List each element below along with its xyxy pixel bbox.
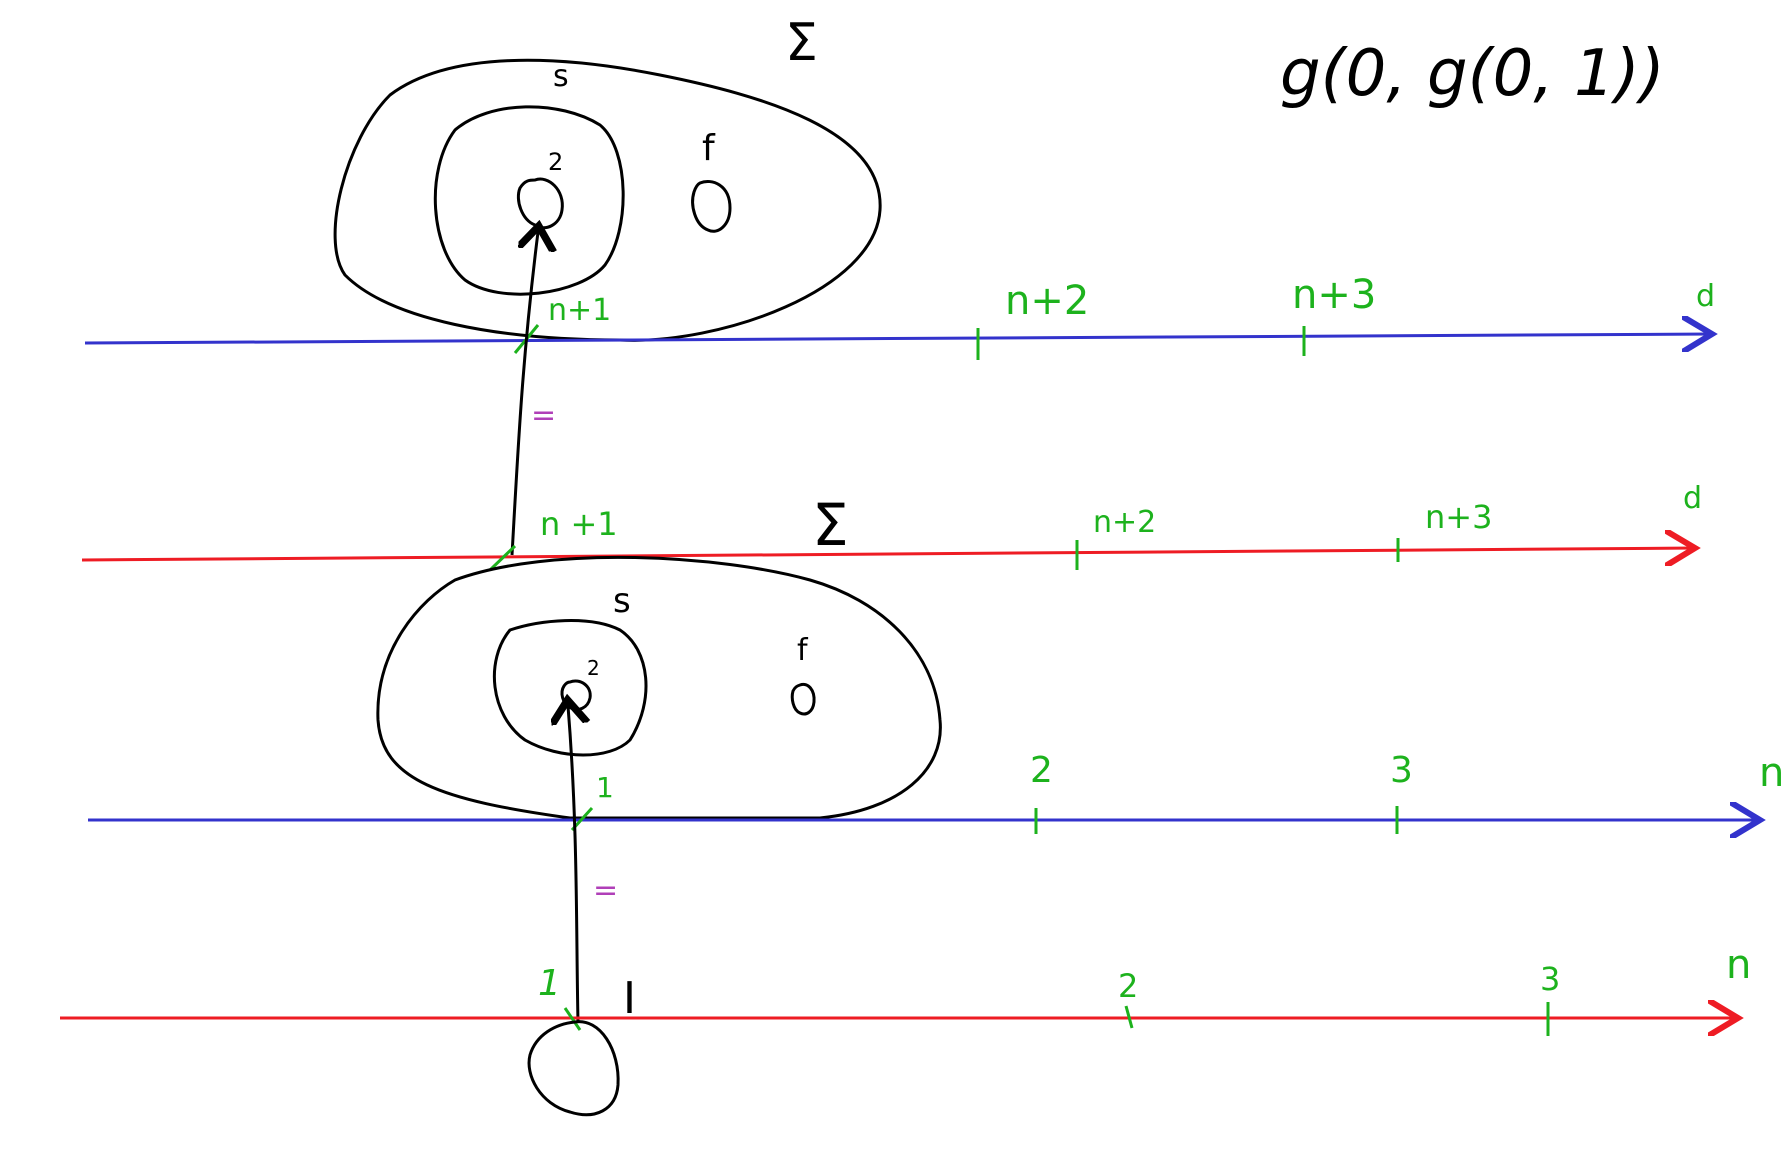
top-point-circle [516,177,564,230]
middle-f-circle [790,682,816,716]
lower-connecting-arrow [568,706,578,1023]
top-f-circle [691,180,732,233]
top-blue-axis [84,334,1712,343]
middle-point-label: 2 [587,656,600,680]
top-point-label: 2 [548,148,563,176]
bottom-red-tick-label-1: 1 [538,963,561,1004]
bottom-set-label: I [623,973,636,1024]
top-axis-label: d [1696,279,1715,314]
top-tick-label-1: n+1 [548,293,611,328]
middle-blue-axis-label: n [1759,750,1784,796]
top-f-label: f [702,128,716,169]
middle-blue-tick-label-1: 1 [596,771,614,804]
top-outer-label: Σ [785,13,818,73]
middle-inner-s-blob [492,619,648,757]
bottom-red-tick-2 [1124,1005,1134,1029]
top-inner-label: s [553,59,569,94]
middle-red-axis-label: d [1683,481,1702,516]
middle-red-tick-label-1: n +1 [540,505,618,543]
middle-blue-tick-label-3: 3 [1390,750,1413,791]
middle-point-circle [560,679,592,712]
middle-outer-blob [376,555,942,820]
bottom-red-axis-label: n [1726,942,1751,988]
middle-blue-tick-label-2: 2 [1030,750,1053,791]
middle-outer-label: Σ [812,491,849,559]
lower-equals: = [593,873,618,908]
formula-text: g(0, g(0, 1)) [1280,37,1665,111]
middle-inner-label: s [613,581,631,621]
middle-red-tick-label-3: n+3 [1425,498,1492,536]
bottom-red-tick-label-3: 3 [1540,960,1560,998]
bottom-red-tick-1 [563,1007,582,1031]
top-inner-s-blob [433,105,625,296]
top-tick-label-2: n+2 [1005,278,1089,324]
top-outer-sigma-blob [333,58,882,342]
upper-connecting-arrow [510,232,538,556]
top-tick-label-3: n+3 [1292,272,1376,318]
middle-red-axis [81,548,1695,560]
bottom-red-tick-label-2: 2 [1118,967,1138,1005]
bottom-set-circle [527,1020,620,1117]
middle-red-tick-label-2: n+2 [1093,505,1156,540]
middle-red-tick-1 [488,544,517,572]
upper-equals: = [531,398,556,433]
middle-f-label: f [797,633,809,668]
